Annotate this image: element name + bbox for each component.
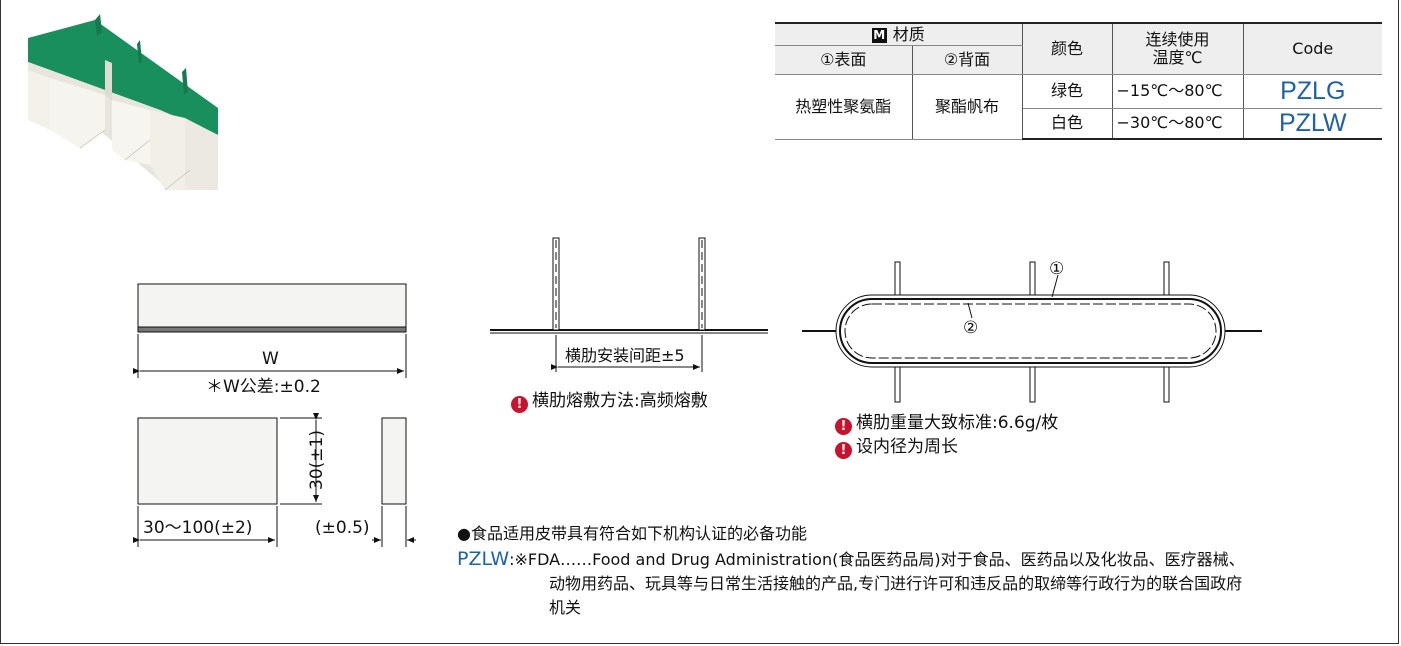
layer-1-label: ① <box>1049 259 1065 279</box>
back-value: 聚酯帆布 <box>912 74 1023 140</box>
color-header: 颜色 <box>1022 21 1113 75</box>
temp-cell: −30℃～80℃ <box>1112 108 1244 140</box>
code-header: Code <box>1243 21 1383 75</box>
surface-value: 热塑性聚氨酯 <box>775 74 913 140</box>
length-label: 30～100(±2) <box>143 518 253 538</box>
product-image <box>28 14 218 191</box>
width-tolerance: ＊W公差:±0.2 <box>206 377 321 397</box>
thickness-label: (±0.5) <box>315 518 370 538</box>
fda-note-line2: 动物用药品、玩具等与日常生活接触的产品,专门进行许可和违反品的取缔等行政行为的联… <box>549 574 1243 593</box>
surface-header: ①表面 <box>775 45 913 75</box>
layer-2-label: ② <box>963 318 979 338</box>
weight-note: !横肋重量大致标准:6.6g/枚 <box>835 413 1058 435</box>
fda-note-line1: PZLW:※FDA……Food and Drug Administration(… <box>457 548 1245 570</box>
temp-cell: −15℃～80℃ <box>1112 74 1244 109</box>
perimeter-note: !设内径为周长 <box>835 437 958 459</box>
welding-note: !横肋熔敷方法:高频熔敷 <box>511 391 708 413</box>
height-label: 30(±1) <box>307 430 327 490</box>
temp-header: 连续使用温度℃ <box>1112 21 1244 75</box>
fda-note-line3: 机关 <box>549 598 582 617</box>
cleat-panels <box>28 60 218 191</box>
width-label: W <box>262 349 279 369</box>
code-cell: PZLW <box>1243 108 1383 140</box>
pitch-label: 横肋安装间距±5 <box>565 346 685 365</box>
exclamation-icon: ! <box>511 396 528 413</box>
exclamation-icon: ! <box>835 442 852 459</box>
color-cell: 白色 <box>1022 108 1113 140</box>
color-cell: 绿色 <box>1022 74 1113 109</box>
code-ref: PZLW <box>457 548 510 570</box>
food-note: ●食品适用皮带具有符合如下机构认证的必备功能 <box>457 524 807 543</box>
back-header: ②背面 <box>912 45 1023 75</box>
code-cell: PZLG <box>1243 74 1383 109</box>
exclamation-icon: ! <box>835 418 852 435</box>
material-icon: M <box>871 27 887 43</box>
